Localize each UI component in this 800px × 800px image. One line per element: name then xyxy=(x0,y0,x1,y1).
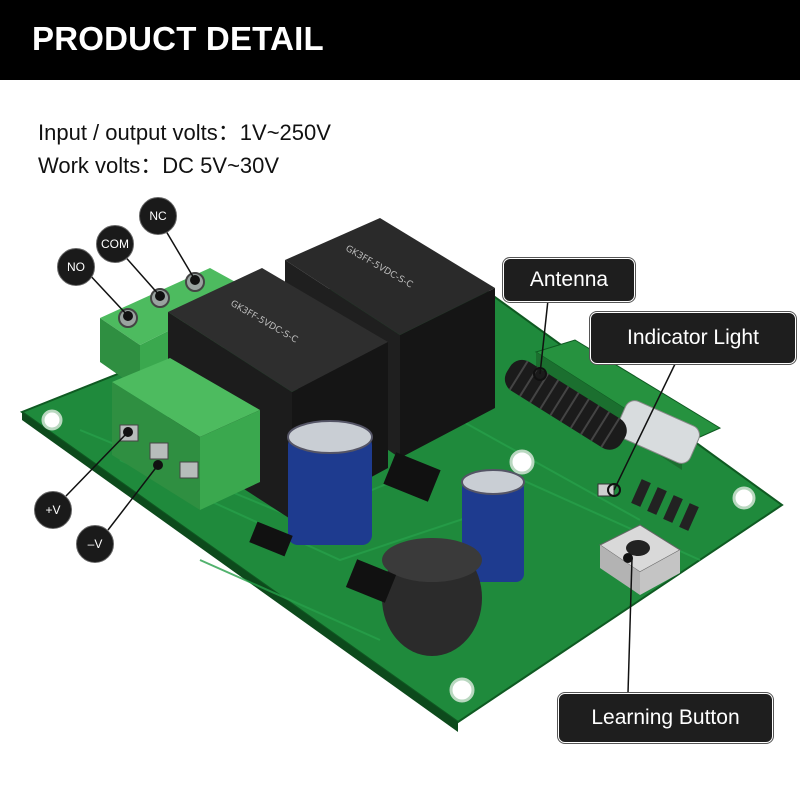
spec-io-volts: Input / output volts：1V~250V xyxy=(38,120,331,145)
mount-hole xyxy=(449,677,475,703)
chip xyxy=(383,452,441,502)
capacitor xyxy=(288,435,372,545)
crystal xyxy=(616,400,700,464)
callout-antenna: Antenna xyxy=(503,258,635,302)
mount-hole xyxy=(509,449,535,475)
terminal-label-com: COM xyxy=(96,225,134,263)
terminal-block-input xyxy=(112,358,260,437)
callout-learning-button: Learning Button xyxy=(558,693,773,743)
mount-hole xyxy=(732,486,756,510)
terminal-block-output xyxy=(100,268,250,345)
header-bar: PRODUCT DETAIL xyxy=(0,0,800,80)
chip xyxy=(345,559,397,603)
mount-hole xyxy=(41,409,63,431)
terminal-label-nc: NC xyxy=(139,197,177,235)
page-title: PRODUCT DETAIL xyxy=(32,20,324,57)
pcb-shadow xyxy=(22,412,458,732)
pin-header xyxy=(631,479,699,531)
callout-indicator-light: Indicator Light xyxy=(590,312,796,364)
terminal-label-plus-v: +V xyxy=(34,491,72,529)
terminal-label-no: NO xyxy=(57,248,95,286)
spec-work-volts: Work volts：DC 5V~30V xyxy=(38,153,280,178)
indicator-led xyxy=(597,483,615,497)
relay-rear xyxy=(285,218,495,335)
chip xyxy=(249,521,293,557)
relay-front xyxy=(168,268,388,392)
terminal-label-minus-v: –V xyxy=(76,525,114,563)
